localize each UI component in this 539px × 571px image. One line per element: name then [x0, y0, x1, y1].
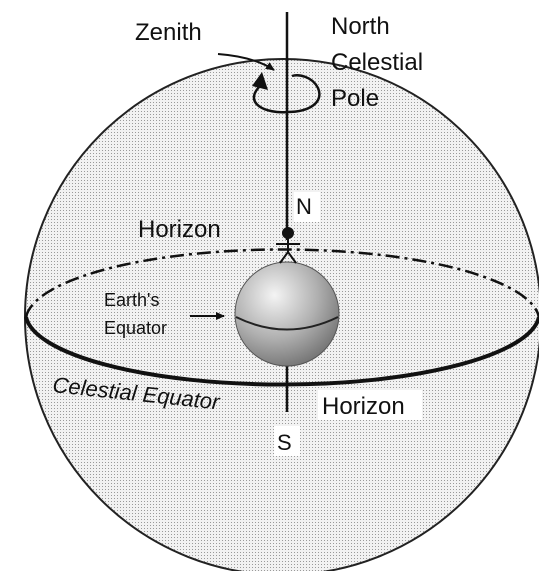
rotation-arrow	[252, 74, 321, 114]
north-label-bg	[294, 192, 320, 222]
horizon-ellipse-back	[24, 248, 539, 318]
south-label-bg	[274, 426, 300, 456]
north-label: N	[296, 194, 312, 219]
horizon-lower-label-bg	[318, 390, 422, 420]
earths-equator-label-line2: Equator	[104, 318, 167, 338]
ncp-label-line3: Pole	[331, 85, 379, 112]
zenith-pointer-arrow	[217, 53, 275, 71]
ncp-label-line1: North	[331, 13, 390, 40]
horizon-ellipse-front	[24, 316, 539, 387]
earth-equator-line	[235, 316, 339, 331]
ncp-label-line2: Celestial	[331, 49, 423, 76]
horizon-upper-label: Horizon	[138, 216, 221, 243]
earth	[234, 261, 340, 367]
rotation-arrowhead	[252, 72, 268, 90]
observer-leg-right	[287, 251, 297, 264]
zenith-label: Zenith	[135, 19, 202, 46]
earths-equator-label-line1: Earth's	[104, 290, 159, 310]
observer-head	[282, 227, 294, 239]
south-label: S	[277, 430, 292, 455]
horizon-lower-label: Horizon	[322, 393, 405, 420]
observer-leg-left	[279, 251, 289, 264]
